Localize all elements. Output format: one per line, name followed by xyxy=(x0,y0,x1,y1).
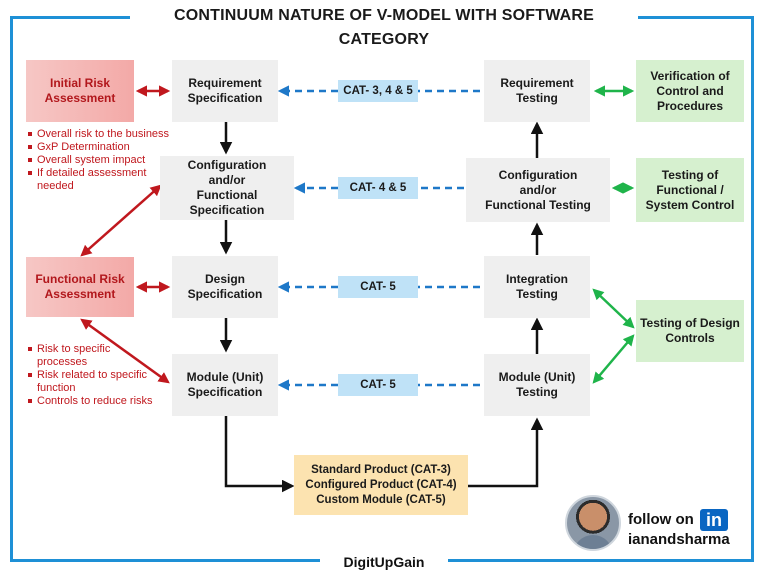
verification-of-control: Verification of Control and Procedures xyxy=(636,60,744,122)
requirement-specification: Requirement Specification xyxy=(172,60,278,122)
configuration-specification: Configuration and/or Functional Specific… xyxy=(160,156,294,220)
initial-risk-point: If detailed assessment needed xyxy=(28,167,178,193)
red-arrow-initial-config xyxy=(80,184,162,257)
functional-risk-points: Risk to specific processes Risk related … xyxy=(28,343,178,408)
page-title: CONTINUUM NATURE OF V-MODEL WITH SOFTWAR… xyxy=(130,4,638,48)
follow-badge: follow on in ianandsharma xyxy=(628,509,730,548)
category-label-row2: CAT- 4 & 5 xyxy=(338,177,418,199)
testing-design-controls: Testing of Design Controls xyxy=(636,300,744,362)
initial-risk-point: Overall risk to the business xyxy=(28,128,178,141)
category-label-row4: CAT- 5 xyxy=(338,374,418,396)
functional-risk-point: Risk related to specific function xyxy=(28,369,178,395)
category-label-row3: CAT- 5 xyxy=(338,276,418,298)
functional-risk-point: Controls to reduce risks xyxy=(28,395,178,408)
arrow-product-to-module-test xyxy=(468,417,544,488)
integration-testing: Integration Testing xyxy=(484,256,590,318)
initial-risk-point: GxP Determination xyxy=(28,141,178,154)
module-testing: Module (Unit) Testing xyxy=(484,354,590,416)
arrow-module-to-product xyxy=(224,416,295,493)
configuration-testing: Configuration and/or Functional Testing xyxy=(466,158,610,222)
linkedin-icon[interactable]: in xyxy=(700,509,728,531)
red-arrow-functional-module xyxy=(80,318,170,384)
software-category-box: Standard Product (CAT-3) Configured Prod… xyxy=(294,455,468,515)
requirement-testing: Requirement Testing xyxy=(484,60,590,122)
follow-label: follow on xyxy=(628,511,694,528)
testing-functional-control: Testing of Functional / System Control xyxy=(636,158,744,222)
green-arrow-module-design xyxy=(592,334,635,384)
design-specification: Design Specification xyxy=(172,256,278,318)
initial-risk-points: Overall risk to the business GxP Determi… xyxy=(28,128,178,193)
initial-risk-assessment: Initial Risk Assessment xyxy=(26,60,134,122)
profile-handle[interactable]: ianandsharma xyxy=(628,531,730,548)
module-specification: Module (Unit) Specification xyxy=(172,354,278,416)
profile-avatar xyxy=(565,495,621,551)
footer-brand: DigitUpGain xyxy=(320,551,448,573)
initial-risk-point: Overall system impact xyxy=(28,154,178,167)
green-arrow-integration-design xyxy=(592,288,635,329)
category-label-row1: CAT- 3, 4 & 5 xyxy=(338,80,418,102)
functional-risk-assessment: Functional Risk Assessment xyxy=(26,257,134,317)
functional-risk-point: Risk to specific processes xyxy=(28,343,178,369)
